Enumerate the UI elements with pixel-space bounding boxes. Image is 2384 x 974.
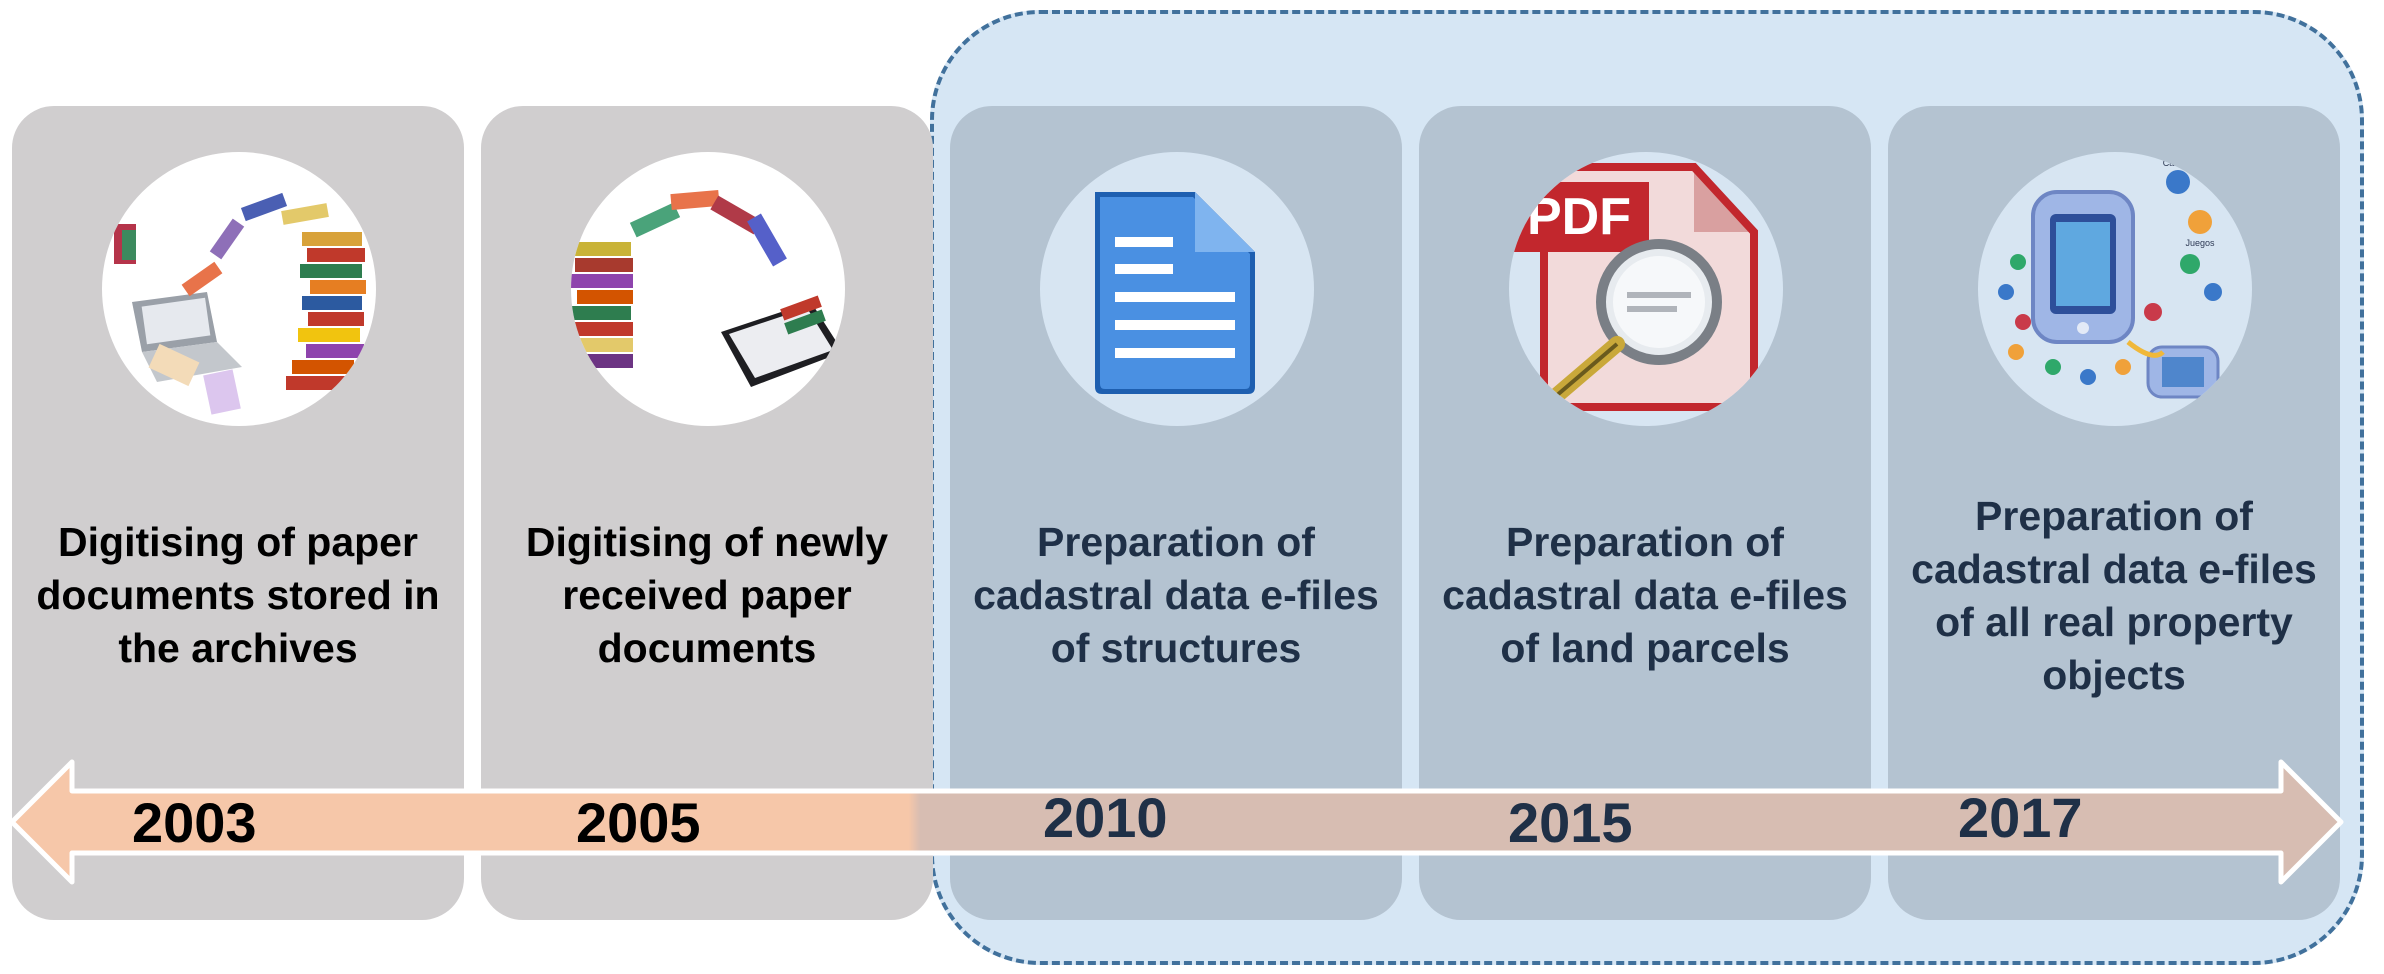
year-label-2015: 2015 <box>1508 791 1633 854</box>
year-label-2003: 2003 <box>132 791 257 854</box>
stage-card-2010: Preparation of cadastral data e-files of… <box>950 106 1402 920</box>
stage-card-2005: Digitising of newly received paper docum… <box>481 106 933 920</box>
stage-caption: Digitising of newly received paper docum… <box>525 519 889 671</box>
stage-caption: Preparation of cadastral data e-files of… <box>1442 519 1848 671</box>
year-label-2017: 2017 <box>1958 786 2083 849</box>
year-label-2010: 2010 <box>1043 786 1168 849</box>
pdf-magnifier-icon: PDF <box>1509 152 1783 426</box>
books-to-laptop-icon <box>102 152 376 426</box>
tablet-apps-icon: Cámara de fotos Juegos <box>1978 152 2252 426</box>
stage-caption: Preparation of cadastral data e-files of… <box>973 519 1379 671</box>
pdf-label: PDF <box>1527 188 1631 246</box>
stage-caption: Preparation of cadastral data e-files of… <box>1911 493 2317 698</box>
document-icon <box>1040 152 1314 426</box>
books-to-tablet-icon <box>571 152 845 426</box>
app-label-camera: Cámara de fotos <box>2163 158 2230 168</box>
stage-caption: Digitising of paper documents stored in … <box>36 519 440 671</box>
year-label-2005: 2005 <box>576 791 701 854</box>
stage-card-2015: PDF Preparation of cadastral data e-file… <box>1419 106 1871 920</box>
app-label-games: Juegos <box>2185 238 2215 248</box>
stage-card-2017: Cámara de fotos Juegos Preparation of ca… <box>1888 106 2340 920</box>
